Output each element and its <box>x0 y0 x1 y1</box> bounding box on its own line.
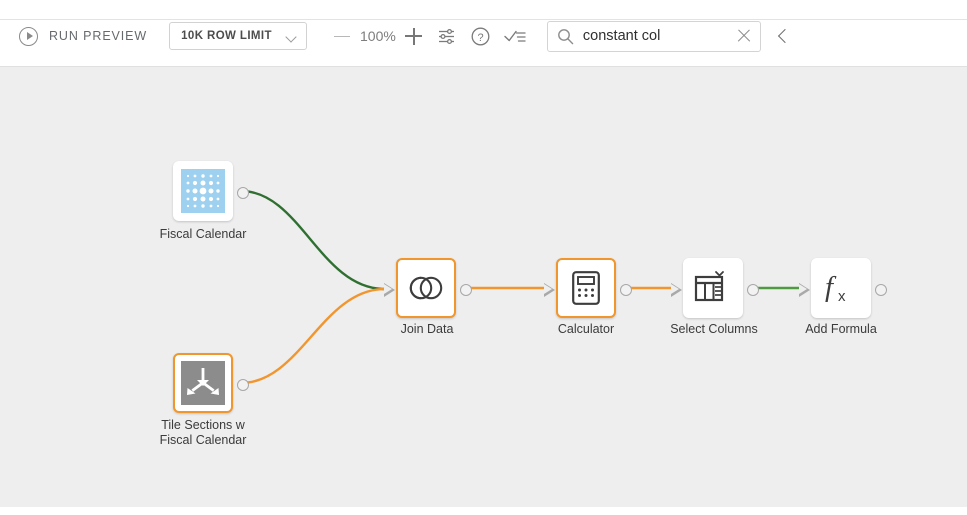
input-port-arrow[interactable] <box>799 282 810 297</box>
node-label-calculator: Calculator <box>557 322 615 336</box>
input-port-arrow[interactable] <box>384 282 395 297</box>
toolbar-top-spacer <box>0 0 967 19</box>
run-preview-button[interactable]: RUN PREVIEW <box>19 26 148 46</box>
node-label-line-2: Fiscal Calendar <box>159 432 247 447</box>
node-calculator[interactable] <box>544 258 632 318</box>
node-fiscal-calendar[interactable] <box>173 161 249 221</box>
output-port[interactable] <box>460 284 472 296</box>
search-input[interactable]: constant col <box>582 28 661 44</box>
row-limit-dropdown[interactable]: 10K ROW LIMIT <box>169 22 307 50</box>
fx-formula-icon: f x <box>825 271 846 305</box>
question-circle-icon: ? <box>471 27 490 45</box>
dot-grid-dataset-icon <box>181 169 225 213</box>
toolbar: RUN PREVIEW 10K ROW LIMIT 100% <box>0 20 967 52</box>
chevron-down-icon <box>286 33 297 40</box>
input-port-arrow[interactable] <box>671 282 682 297</box>
split-branch-arrows-icon <box>181 361 225 405</box>
run-preview-label: RUN PREVIEW <box>49 29 148 43</box>
sliders-settings-icon <box>439 28 455 44</box>
interlocking-circles-icon <box>409 276 443 300</box>
zoom-level-label: 100% <box>360 28 396 44</box>
node-label-join-data: Join Data <box>400 322 454 336</box>
help-button[interactable]: ? <box>467 22 495 50</box>
collapse-panel-button[interactable] <box>770 23 796 49</box>
node-tile-sections-w-fiscal-calendar[interactable] <box>173 353 249 413</box>
checkmark-lines-icon <box>504 30 526 42</box>
bottom-spacer <box>0 507 967 515</box>
output-port[interactable] <box>620 284 632 296</box>
row-limit-value: 10K ROW LIMIT <box>181 30 272 42</box>
calculator-icon <box>572 271 600 305</box>
node-label-line-1: Tile Sections w <box>161 418 245 432</box>
node-label-fiscal-calendar: Fiscal Calendar <box>159 227 247 241</box>
table-columns-icon <box>694 271 724 302</box>
edge-fiscal-calendar-to-join-data <box>240 189 385 291</box>
output-port[interactable] <box>237 187 249 199</box>
toolbar-bottom-divider <box>0 66 967 67</box>
edge-tile-sections-to-join-data <box>240 287 385 385</box>
workflow-canvas[interactable]: Fiscal Calendar Tile Sections w Fiscal C… <box>0 67 967 507</box>
node-select-columns[interactable] <box>671 258 759 318</box>
toolbar-top-divider <box>0 19 967 20</box>
zoom-out-button[interactable] <box>329 23 355 49</box>
svg-text:f: f <box>825 271 837 303</box>
node-label-tile-sections-w-fiscal-calendar: Tile Sections w Fiscal Calendar <box>128 418 278 447</box>
node-join-data[interactable] <box>384 258 472 318</box>
svg-text:x: x <box>838 288 846 305</box>
play-circle-icon <box>19 26 38 46</box>
search-field[interactable]: constant col <box>546 20 761 52</box>
workflow-edges <box>240 189 800 385</box>
settings-button[interactable] <box>433 22 461 50</box>
close-x-icon[interactable] <box>735 27 753 45</box>
input-port-arrow[interactable] <box>544 282 555 297</box>
node-label-select-columns: Select Columns <box>670 322 758 336</box>
zoom-in-button[interactable] <box>401 23 427 49</box>
zoom-controls: 100% <box>329 23 427 49</box>
search-icon <box>558 28 574 44</box>
output-port[interactable] <box>747 284 759 296</box>
output-port[interactable] <box>237 379 249 391</box>
validate-workflow-button[interactable] <box>501 22 529 50</box>
output-port[interactable] <box>875 284 887 296</box>
svg-text:?: ? <box>478 31 484 43</box>
node-add-formula[interactable]: f x <box>799 258 887 318</box>
node-label-add-formula: Add Formula <box>805 322 877 336</box>
